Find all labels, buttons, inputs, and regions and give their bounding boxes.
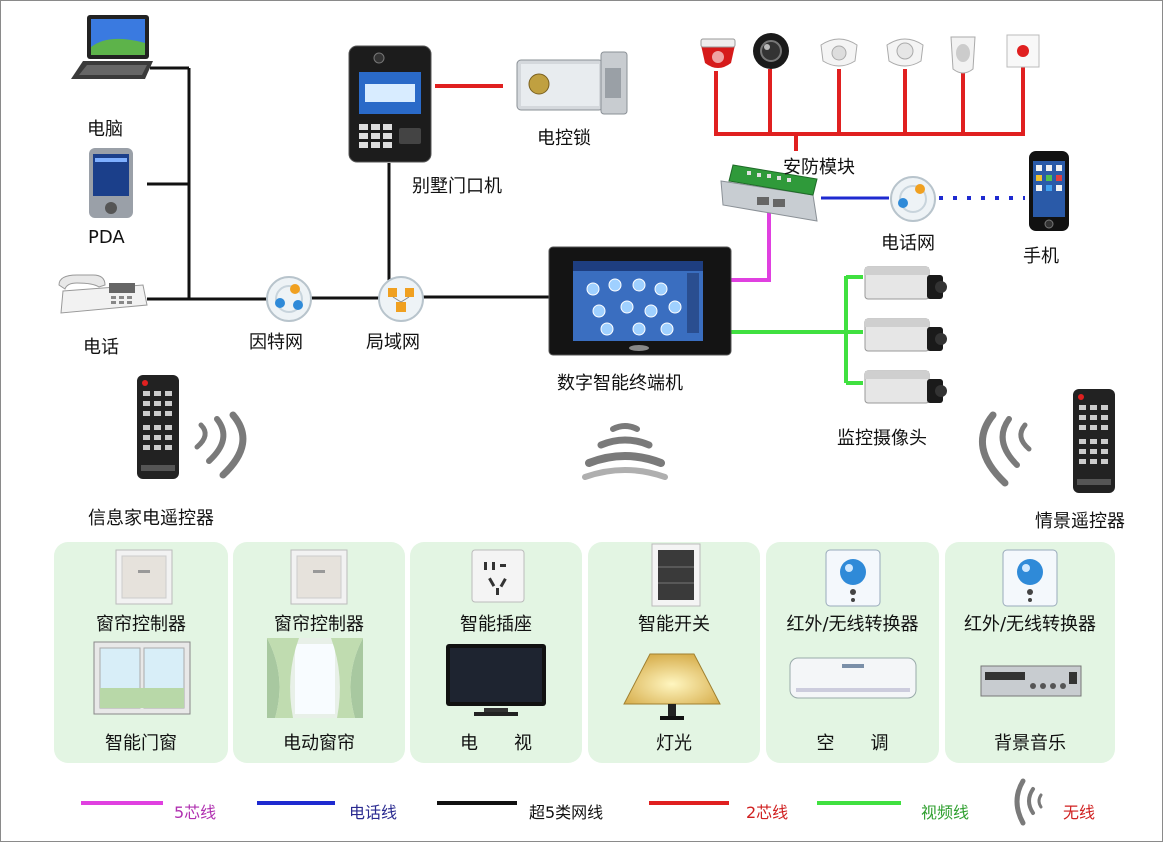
camera-lens-icon — [751, 31, 791, 71]
legend-video-label: 视频线 — [921, 803, 970, 822]
motion-sensor-icon — [947, 33, 979, 77]
air-conditioner-icon — [788, 654, 918, 704]
panel-2-bottom-label: 电动窗帘 — [283, 733, 355, 754]
panel-1-top-label: 窗帘控制器 — [96, 614, 186, 635]
camera-2-icon — [863, 315, 947, 361]
smart-switch-icon — [650, 542, 702, 608]
security-module-icon — [717, 161, 821, 229]
desk-phone-icon — [53, 263, 149, 317]
curtain-controller-switch-icon — [289, 548, 349, 606]
panel-5-top-label: 红外/无线转换器 — [786, 614, 919, 635]
scene-remote-label: 情景遥控器 — [1035, 511, 1125, 532]
lan-label: 局域网 — [366, 332, 420, 353]
curtain-controller-switch-icon — [114, 548, 174, 606]
curtain-icon — [265, 636, 365, 720]
lan-node-icon — [377, 275, 425, 323]
info-remote-icon — [135, 373, 181, 481]
phone-network-label: 电话网 — [881, 233, 935, 254]
phone-network-node-icon — [889, 175, 937, 223]
two-core-wires — [435, 67, 1025, 151]
security-module-label: 安防模块 — [783, 157, 855, 178]
panel-background-music: 红外/无线转换器 背景音乐 — [945, 542, 1115, 763]
smart-socket-icon — [470, 548, 526, 604]
cat5-wires — [147, 66, 549, 301]
terminal-label: 数字智能终端机 — [557, 373, 683, 394]
legend-two-core-label: 2芯线 — [746, 803, 789, 822]
panel-lighting: 智能开关 灯光 — [588, 542, 760, 763]
lamp-icon — [620, 650, 724, 722]
panel-1-bottom-label: 智能门窗 — [105, 733, 177, 754]
panel-5-bottom-label: 空 调 — [816, 733, 889, 754]
emergency-button-icon — [1005, 33, 1041, 69]
panel-smart-window: 窗帘控制器 智能门窗 — [54, 542, 228, 763]
legend-cat5-line — [437, 801, 517, 805]
panel-3-bottom-label: 电 视 — [460, 733, 532, 754]
phone-label: 电话 — [83, 337, 119, 358]
electric-lock-icon — [515, 50, 631, 116]
legend-phone-label: 电话线 — [349, 803, 398, 822]
panel-electric-curtain: 窗帘控制器 电动窗帘 — [233, 542, 405, 763]
laptop-icon — [69, 13, 155, 85]
panel-2-top-label: 窗帘控制器 — [274, 614, 364, 635]
legend-phone-line — [257, 801, 335, 805]
panel-3-top-label: 智能插座 — [460, 614, 532, 635]
camera-1-icon — [863, 263, 947, 309]
ir-wireless-converter-icon — [1001, 548, 1059, 608]
camera-3-icon — [863, 367, 947, 413]
electric-lock-label: 电控锁 — [537, 128, 591, 149]
legend-wireless-icon — [1009, 775, 1049, 829]
computer-label: 电脑 — [87, 119, 123, 140]
music-amplifier-icon — [979, 662, 1083, 702]
panel-6-top-label: 红外/无线转换器 — [963, 614, 1097, 635]
info-remote-signal-icon — [187, 411, 267, 481]
mobile-label: 手机 — [1023, 246, 1059, 267]
internet-node-icon — [265, 275, 313, 323]
smoke-detector-icon — [817, 31, 861, 71]
five-core-wires — [731, 211, 771, 282]
legend-cat5-label: 超5类网线 — [529, 803, 604, 822]
door-station-label: 别墅门口机 — [412, 176, 502, 197]
wireless-signal-icon — [579, 413, 671, 483]
ir-wireless-converter-icon — [824, 548, 882, 608]
infrared-detector-icon — [699, 35, 737, 73]
cameras-label: 监控摄像头 — [837, 428, 927, 449]
panel-tv: 智能插座 电 视 — [410, 542, 582, 763]
legend-two-core-line — [649, 801, 729, 805]
internet-label: 因特网 — [249, 332, 303, 353]
info-remote-label: 信息家电遥控器 — [88, 508, 214, 529]
legend-five-core-line — [81, 801, 163, 805]
scene-remote-icon — [1071, 387, 1117, 495]
scene-remote-signal-icon — [959, 411, 1039, 491]
mobile-phone-icon — [1027, 149, 1071, 233]
panel-6-bottom-label: 背景音乐 — [994, 733, 1066, 754]
panel-4-top-label: 智能开关 — [638, 614, 710, 635]
legend-video-line — [817, 801, 901, 805]
legend-wireless-label: 无线 — [1063, 803, 1096, 822]
gas-detector-icon — [883, 31, 927, 71]
tv-icon — [444, 642, 548, 718]
legend-five-core-label: 5芯线 — [174, 803, 217, 822]
window-icon — [92, 640, 192, 716]
pda-icon — [87, 146, 135, 220]
smart-terminal-icon — [547, 245, 733, 357]
pda-label: PDA — [88, 227, 125, 248]
door-station-icon — [347, 44, 433, 164]
video-wires — [731, 275, 863, 385]
panel-air-conditioner: 红外/无线转换器 空 调 — [766, 542, 939, 763]
panel-4-bottom-label: 灯光 — [656, 733, 692, 754]
